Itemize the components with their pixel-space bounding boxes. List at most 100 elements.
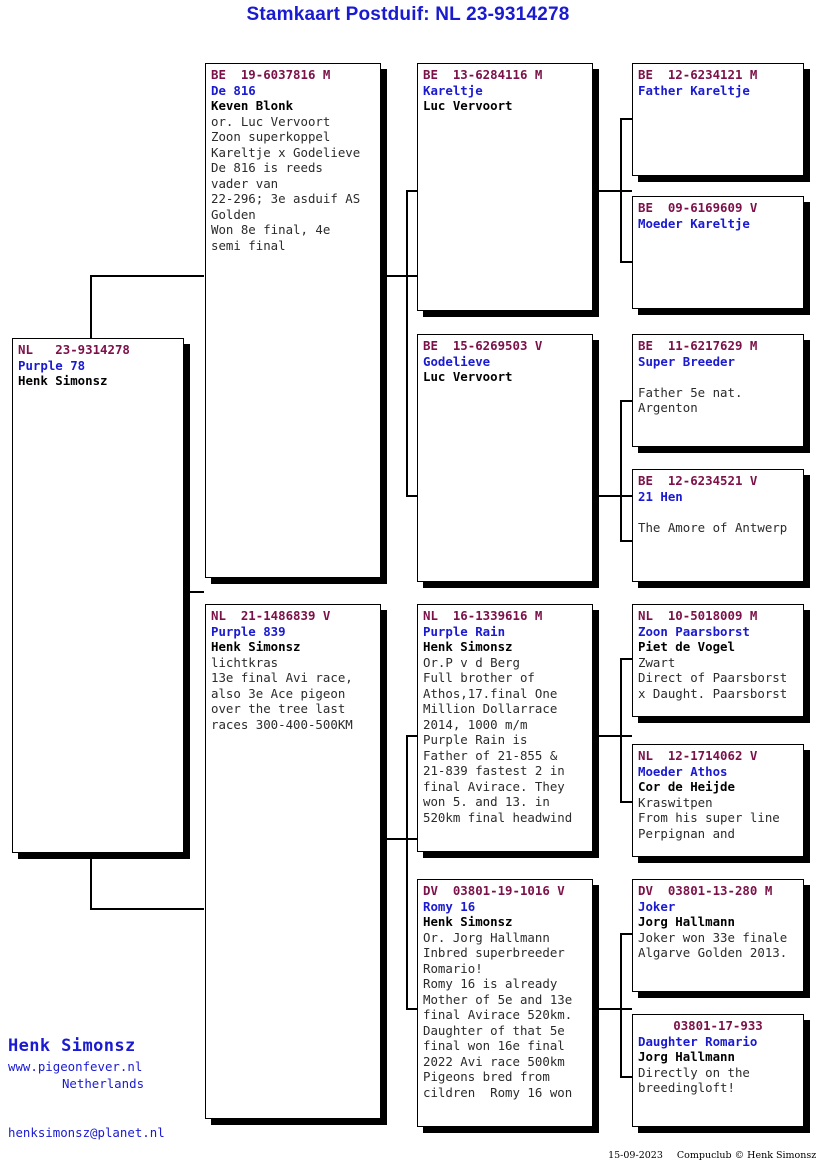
ring-number: BE 15-6269503 V: [423, 338, 543, 353]
pigeon-owner: [638, 369, 798, 385]
pigeon-notes: Zwart Direct of Paarsborst x Daught. Paa…: [638, 654, 788, 701]
pigeon-name: Godelieve: [423, 353, 491, 369]
pigeon-name: Moeder Athos: [638, 763, 728, 779]
pigeon-notes: The Amore of Antwerp: [638, 519, 788, 535]
pigeon-box-mf-mother[interactable]: NL 12-1714062 V Moeder Athos Cor de Heij…: [632, 744, 804, 857]
connector-mm-stem: [598, 1008, 632, 1010]
pigeon-name: Kareltje: [423, 82, 483, 98]
connector-mf-bracket: [620, 658, 622, 803]
pigeon-name: Joker: [638, 898, 676, 914]
connector-mf-stem: [598, 735, 632, 737]
ring-number: BE 19-6037816 M: [211, 67, 331, 82]
connector-mm-bracket: [620, 933, 622, 1077]
pigeon-owner: Henk Simonsz: [211, 639, 301, 654]
pigeon-owner: Keven Blonk: [211, 98, 294, 113]
pigeon-notes: Joker won 33e finale Algarve Golden 2013…: [638, 929, 788, 961]
pigeon-name: De 816: [211, 82, 256, 98]
connector-fm-bracket: [620, 400, 622, 542]
credit-line: 15-09-2023 Compuclub © Henk Simonsz: [596, 1139, 816, 1172]
pigeon-owner: Henk Simonsz: [423, 914, 513, 929]
breeder-email[interactable]: henksimonsz@planet.nl: [8, 1125, 165, 1140]
connector-to-mmm: [620, 1076, 632, 1078]
credit-date: 15-09-2023: [608, 1150, 663, 1161]
connector-to-mmf: [620, 933, 632, 935]
pigeon-box-subject[interactable]: NL 23-9314278 Purple 78 Henk Simonsz: [12, 338, 184, 853]
ring-number: BE 12-6234521 V: [638, 473, 758, 488]
pigeon-owner: Cor de Heijde: [638, 779, 735, 794]
connector-ff-stem: [598, 190, 632, 192]
pigeon-name: Moeder Kareltje: [638, 215, 750, 231]
connector-to-fm: [406, 495, 417, 497]
pigeon-box-mm-mother[interactable]: 03801-17-933 Daughter Romario Jorg Hallm…: [632, 1014, 804, 1127]
pigeon-name: Romy 16: [423, 898, 476, 914]
pigeon-notes: Directly on the breedingloft!: [638, 1064, 750, 1096]
connector-to-fff: [620, 118, 632, 120]
breeder-website[interactable]: www.pigeonfever.nl: [8, 1059, 143, 1074]
pigeon-box-mother[interactable]: NL 21-1486839 V Purple 839 Henk Simonsz …: [205, 604, 381, 1119]
pigeon-name: Father Kareltje: [638, 82, 750, 98]
pigeon-box-father-father[interactable]: BE 13-6284116 M Kareltje Luc Vervoort: [417, 63, 593, 311]
connector-to-mf: [406, 735, 417, 737]
pigeon-box-fm-father[interactable]: BE 11-6217629 M Super Breeder Father 5e …: [632, 334, 804, 447]
pigeon-notes: Father 5e nat. Argenton: [638, 384, 743, 416]
pigeon-name: 21 Hen: [638, 488, 683, 504]
pigeon-name: Purple Rain: [423, 623, 506, 639]
pigeon-name: Super Breeder: [638, 353, 735, 369]
pigeon-owner: Jorg Hallmann: [638, 914, 735, 929]
ring-number: NL 23-9314278: [18, 342, 130, 357]
connector-mother-stem: [383, 838, 417, 840]
ring-number: NL 21-1486839 V: [211, 608, 331, 623]
pigeon-box-ff-father[interactable]: BE 12-6234121 M Father Kareltje: [632, 63, 804, 176]
connector-to-fmm: [620, 540, 632, 542]
pigeon-box-mother-mother[interactable]: DV 03801-19-1016 V Romy 16 Henk Simonsz …: [417, 879, 593, 1127]
pigeon-owner: [638, 231, 798, 247]
ring-number: NL 12-1714062 V: [638, 748, 758, 763]
pigeon-name: Daughter Romario: [638, 1033, 758, 1049]
connector-to-mfm: [620, 801, 632, 803]
ring-number: BE 09-6169609 V: [638, 200, 758, 215]
pigeon-owner: Henk Simonsz: [18, 373, 108, 388]
pigeon-notes: Or. Jorg Hallmann Inbred superbreeder Ro…: [423, 929, 573, 1100]
connector-to-mother: [90, 908, 204, 910]
pigeon-box-mm-father[interactable]: DV 03801-13-280 M Joker Jorg Hallmann Jo…: [632, 879, 804, 992]
ring-number: NL 16-1339616 M: [423, 608, 543, 623]
ring-number: DV 03801-13-280 M: [638, 883, 773, 898]
credit-text: Compuclub © Henk Simonsz: [676, 1150, 816, 1161]
breeder-name: Henk Simonsz: [8, 1036, 136, 1056]
pigeon-notes: Kraswitpen From his super line Perpignan…: [638, 794, 780, 841]
pigeon-box-father[interactable]: BE 19-6037816 M De 816 Keven Blonk or. L…: [205, 63, 381, 578]
pigeon-owner: Luc Vervoort: [423, 98, 513, 113]
pigeon-notes: Or.P v d Berg Full brother of Athos,17.f…: [423, 654, 573, 825]
pigeon-owner: Henk Simonsz: [423, 639, 513, 654]
pigeon-owner: Luc Vervoort: [423, 369, 513, 384]
connector-father-bracket: [406, 190, 408, 496]
ring-number: 03801-17-933: [673, 1018, 763, 1033]
pigeon-box-ff-mother[interactable]: BE 09-6169609 V Moeder Kareltje: [632, 196, 804, 309]
pigeon-name: Purple 78: [18, 357, 86, 373]
pigeon-box-mother-father[interactable]: NL 16-1339616 M Purple Rain Henk Simonsz…: [417, 604, 593, 852]
page-title: Stamkaart Postduif: NL 23-9314278: [246, 4, 570, 25]
connector-fm-stem: [598, 495, 632, 497]
connector-to-mff: [620, 658, 632, 660]
ring-number: BE 11-6217629 M: [638, 338, 758, 353]
breeder-country: Netherlands: [61, 1076, 145, 1091]
connector-ff-bracket: [620, 118, 622, 263]
pigeon-owner: Jorg Hallmann: [638, 1049, 735, 1064]
connector-mother-bracket: [406, 735, 408, 1010]
ring-number: DV 03801-19-1016 V: [423, 883, 565, 898]
connector-to-fmf: [620, 400, 632, 402]
pigeon-box-fm-mother[interactable]: BE 12-6234521 V 21 Hen The Amore of Antw…: [632, 469, 804, 582]
ring-number: BE 13-6284116 M: [423, 67, 543, 82]
pigeon-box-mf-father[interactable]: NL 10-5018009 M Zoon Paarsborst Piet de …: [632, 604, 804, 717]
connector-to-ff: [406, 190, 417, 192]
pigeon-box-father-mother[interactable]: BE 15-6269503 V Godelieve Luc Vervoort: [417, 334, 593, 582]
connector-to-father: [90, 275, 204, 277]
pigeon-owner: [638, 504, 798, 520]
pigeon-owner: [638, 98, 798, 114]
pigeon-owner: Piet de Vogel: [638, 639, 735, 654]
pigeon-name: Purple 839: [211, 623, 286, 639]
connector-to-ffm: [620, 261, 632, 263]
pigeon-notes: or. Luc Vervoort Zoon superkoppel Karelt…: [211, 113, 361, 253]
connector-to-mm: [406, 1008, 417, 1010]
